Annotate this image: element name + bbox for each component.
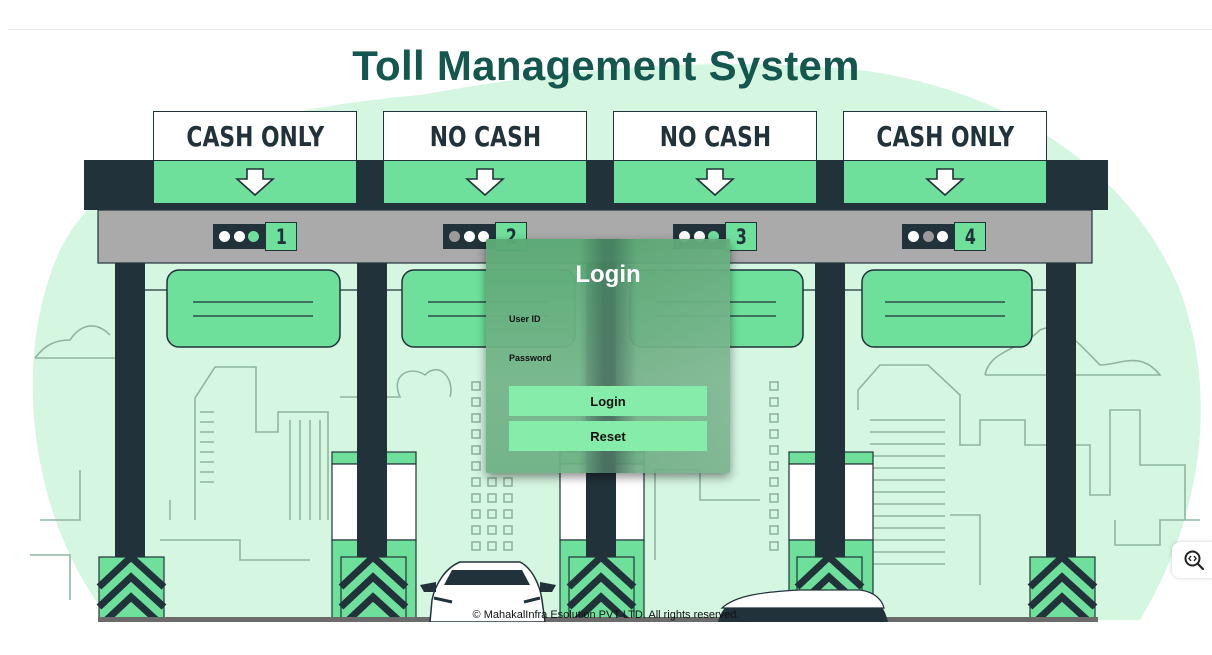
zoom-code-button[interactable] — [1172, 542, 1212, 578]
traffic-lights — [213, 224, 265, 249]
lane-number: 1 — [265, 222, 297, 251]
down-arrow-icon — [383, 161, 587, 204]
light-icon — [937, 231, 949, 242]
light-icon — [448, 231, 460, 242]
down-arrow-icon — [613, 161, 817, 204]
login-button[interactable]: Login — [509, 386, 707, 416]
lane-indicator-4: 4 — [902, 222, 986, 251]
car-left — [420, 561, 556, 622]
lane-number-text: 3 — [735, 224, 747, 249]
city-skyline — [30, 325, 1200, 600]
booth-sign-label-box: NO CASH — [613, 111, 817, 161]
booth-sign-label: CASH ONLY — [186, 119, 324, 153]
lane-indicator-2: 2 — [443, 222, 527, 251]
lane-number-text: 2 — [505, 224, 517, 249]
password-input[interactable] — [586, 347, 714, 371]
password-label: Password — [509, 353, 552, 363]
light-icon — [678, 231, 690, 242]
down-arrow-icon — [153, 161, 357, 204]
light-icon — [907, 231, 919, 242]
booth-sign-label: NO CASH — [429, 119, 541, 153]
road — [98, 617, 1098, 622]
copyright-footer: © MahakalInfra Esolution PVT LTD. All ri… — [472, 609, 740, 621]
light-icon — [708, 231, 720, 242]
login-panel: Login User ID Password Login Reset — [486, 239, 730, 473]
light-icon — [463, 231, 475, 242]
light-icon — [922, 231, 934, 242]
window-grid — [471, 381, 779, 551]
light-icon — [248, 231, 260, 242]
light-icon — [478, 231, 490, 242]
lane-number-text: 1 — [275, 224, 287, 249]
login-title: Login — [575, 261, 641, 288]
booth-sign-label: NO CASH — [659, 119, 771, 153]
booth-sign-4: CASH ONLY — [843, 111, 1047, 204]
light-icon — [218, 231, 230, 242]
reset-button[interactable]: Reset — [509, 421, 707, 451]
lane-number: 3 — [725, 222, 757, 251]
car-right — [718, 589, 888, 622]
booth-sign-2: NO CASH — [383, 111, 587, 204]
booth-sign-label-box: NO CASH — [383, 111, 587, 161]
user-id-input[interactable] — [586, 308, 714, 332]
traffic-lights — [902, 224, 954, 249]
light-icon — [693, 231, 705, 242]
down-arrow-icon — [843, 161, 1047, 204]
lane-number-text: 4 — [964, 224, 976, 249]
booth-sign-3: NO CASH — [613, 111, 817, 204]
booth-sign-label-box: CASH ONLY — [153, 111, 357, 161]
lane-indicator-1: 1 — [213, 222, 297, 251]
booth-sign-1: CASH ONLY — [153, 111, 357, 204]
zoom-code-icon — [1184, 550, 1205, 571]
booth-sign-label: CASH ONLY — [876, 119, 1014, 153]
light-icon — [233, 231, 245, 242]
traffic-lights — [443, 224, 495, 249]
user-id-label: User ID — [509, 314, 541, 324]
top-divider — [8, 29, 1212, 30]
lane-number: 4 — [954, 222, 986, 251]
page-title: Toll Management System — [352, 42, 860, 89]
booth-sign-label-box: CASH ONLY — [843, 111, 1047, 161]
building-windows — [200, 411, 945, 565]
